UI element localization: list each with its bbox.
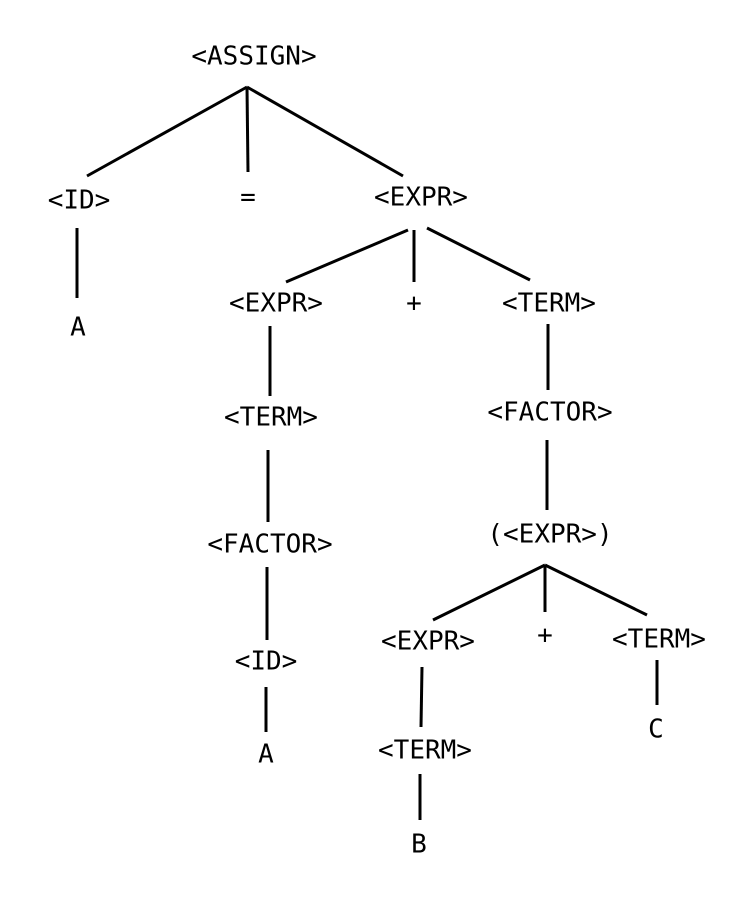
node-term2: <TERM> [224, 403, 318, 433]
node-term3: <TERM> [612, 625, 706, 655]
node-expr1: <EXPR> [374, 183, 468, 213]
node-plus1: + [406, 289, 422, 319]
edge-expr1-term1 [426, 226, 531, 282]
node-term4: <TERM> [378, 736, 472, 766]
tree-edges [75, 85, 659, 820]
node-assign: <ASSIGN> [191, 42, 316, 72]
edge-assign-expr1 [246, 85, 404, 178]
node-expr2: <EXPR> [229, 289, 323, 319]
node-term1: <TERM> [502, 289, 596, 319]
node-c: C [648, 715, 664, 745]
edge-assign-eq [245, 86, 250, 173]
edge-pexpr-term3 [544, 563, 648, 617]
edge-pexpr-expr3 [432, 563, 546, 622]
node-factor1: <FACTOR> [207, 530, 332, 560]
node-a1: A [70, 313, 86, 343]
node-factor2: <FACTOR> [487, 398, 612, 428]
node-eq: = [240, 183, 256, 213]
node-a2: A [258, 740, 274, 770]
edge-expr1-expr2 [285, 228, 409, 284]
node-pexpr: (<EXPR>) [487, 520, 612, 550]
node-id1: <ID> [48, 186, 111, 216]
node-b: B [411, 830, 427, 860]
node-plus2: + [537, 621, 553, 651]
edge-assign-id1 [86, 85, 248, 178]
edge-expr3-term4 [419, 666, 424, 728]
node-expr3: <EXPR> [381, 627, 475, 657]
node-id2: <ID> [235, 647, 298, 677]
tree-nodes: <ASSIGN> <ID> = <EXPR> A <EXPR> + <TERM> <TERM> <… [48, 42, 706, 860]
